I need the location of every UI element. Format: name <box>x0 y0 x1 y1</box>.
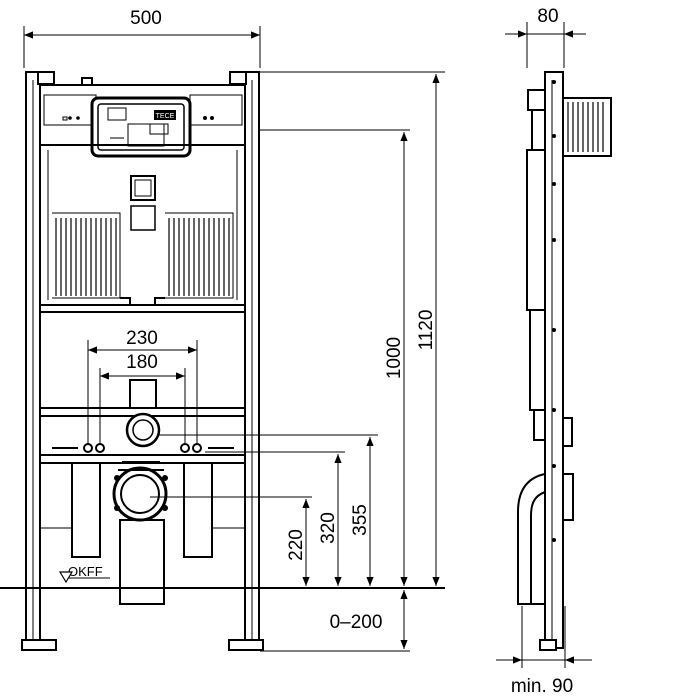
side-upright <box>544 71 564 649</box>
dim-frame-width: 500 <box>130 8 162 29</box>
side-cistern <box>526 149 546 311</box>
cistern-ribs-left <box>52 212 121 299</box>
dim-bolt-spacing-inner: 180 <box>126 352 158 373</box>
dim-355: 355 <box>350 504 371 536</box>
support-leg-left <box>71 462 101 558</box>
dim-side-depth: 80 <box>537 6 558 27</box>
floor-level-symbol <box>58 571 74 584</box>
dim-total-height: 1120 <box>416 310 437 351</box>
bolt-hole-2 <box>95 443 105 453</box>
support-leg-right <box>183 462 213 558</box>
right-foot <box>228 639 264 651</box>
bolt-hole-4 <box>192 443 202 453</box>
bolt-hole-1 <box>83 443 93 453</box>
front-view: TECE <box>0 71 445 651</box>
side-flush-block <box>562 97 612 157</box>
dim-min-depth: min. 90 <box>511 676 573 697</box>
cistern-body <box>39 144 246 306</box>
left-foot <box>21 639 57 651</box>
dim-floor-adjust: 0–200 <box>330 612 383 633</box>
side-drain-bend <box>517 473 546 605</box>
drain-pipe <box>119 519 165 605</box>
cistern-ribs-right <box>165 212 234 299</box>
inspection-square-lower <box>130 205 156 231</box>
dim-320: 320 <box>318 512 339 544</box>
floor-level-label: OKFF <box>68 564 103 579</box>
dim-220: 220 <box>286 529 307 561</box>
bolt-hole-3 <box>180 443 190 453</box>
logo-text: TECE <box>156 113 175 120</box>
dim-height-to-flush: 1000 <box>384 337 405 379</box>
front-dimensions: 500 230 180 1120 1000 355 320 220 0 <box>23 8 445 652</box>
dim-bolt-spacing-outer: 230 <box>126 328 158 349</box>
side-view: 80 <box>496 6 612 697</box>
